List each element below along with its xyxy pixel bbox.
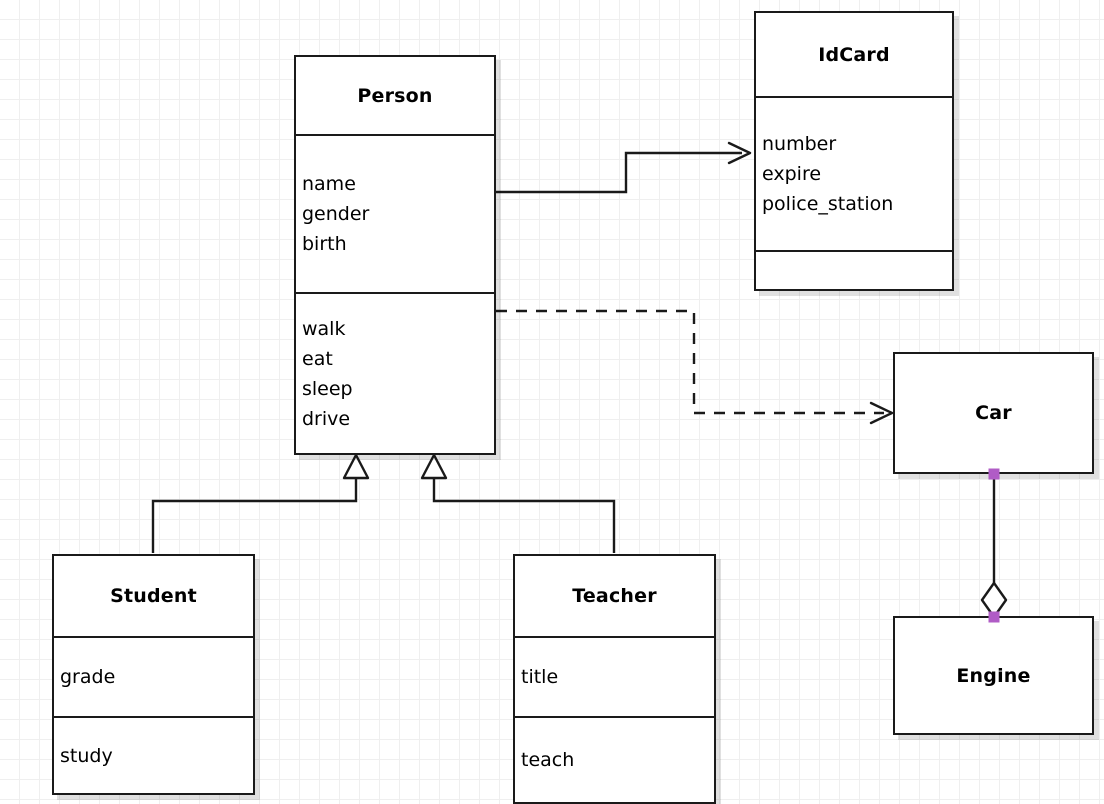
class-methods-person: walk eat sleep drive — [296, 292, 494, 453]
edge-person-idcard[interactable] — [496, 141, 752, 194]
method-item: teach — [521, 749, 575, 771]
edge-teacher-person[interactable] — [420, 453, 616, 553]
class-methods-teacher: teach — [515, 716, 714, 802]
method-item: drive — [302, 407, 351, 430]
hollow-triangle-icon — [420, 453, 448, 480]
connection-handle-car[interactable] — [988, 468, 1000, 480]
class-title-person: Person — [357, 84, 433, 107]
attribute-item: gender — [302, 203, 370, 225]
attribute-item: title — [521, 666, 559, 688]
uml-class-teacher[interactable]: Teacher title teach — [513, 554, 716, 804]
attribute-item: police_station — [762, 193, 894, 215]
uml-class-idcard[interactable]: IdCard number expire police_station — [754, 11, 954, 291]
class-attributes-student: grade — [54, 636, 253, 716]
class-attributes-teacher: title — [515, 636, 714, 716]
class-attributes-person: name gender birth — [296, 134, 494, 292]
attribute-item: number — [762, 133, 837, 155]
class-title-car: Car — [975, 402, 1012, 424]
class-title-engine: Engine — [956, 664, 1031, 687]
class-methods-student: study — [54, 716, 253, 793]
uml-class-person[interactable]: Person name gender birth walk eat sleep … — [294, 55, 496, 455]
attribute-item: name — [302, 173, 356, 195]
class-title-student: Student — [110, 585, 197, 607]
class-methods-idcard — [756, 250, 952, 289]
edge-car-engine[interactable] — [980, 474, 1008, 619]
attribute-item: grade — [60, 666, 116, 688]
class-title-idcard: IdCard — [818, 43, 890, 66]
open-arrowhead-icon — [727, 141, 752, 165]
method-item: study — [60, 744, 113, 767]
connection-handle-engine[interactable] — [988, 611, 1000, 623]
edge-student-person[interactable] — [151, 453, 370, 553]
uml-class-student[interactable]: Student grade study — [52, 554, 255, 795]
attribute-item: expire — [762, 163, 822, 185]
hollow-triangle-icon — [342, 453, 370, 480]
method-item: eat — [302, 347, 333, 370]
attribute-item: birth — [302, 233, 347, 255]
uml-class-car[interactable]: Car — [893, 352, 1094, 474]
uml-class-engine[interactable]: Engine — [893, 616, 1094, 735]
method-item: walk — [302, 317, 346, 340]
open-arrowhead-icon — [869, 401, 894, 425]
class-attributes-idcard: number expire police_station — [756, 96, 952, 250]
class-title-teacher: Teacher — [572, 585, 657, 607]
edge-person-car[interactable] — [496, 309, 894, 425]
method-item: sleep — [302, 377, 353, 400]
